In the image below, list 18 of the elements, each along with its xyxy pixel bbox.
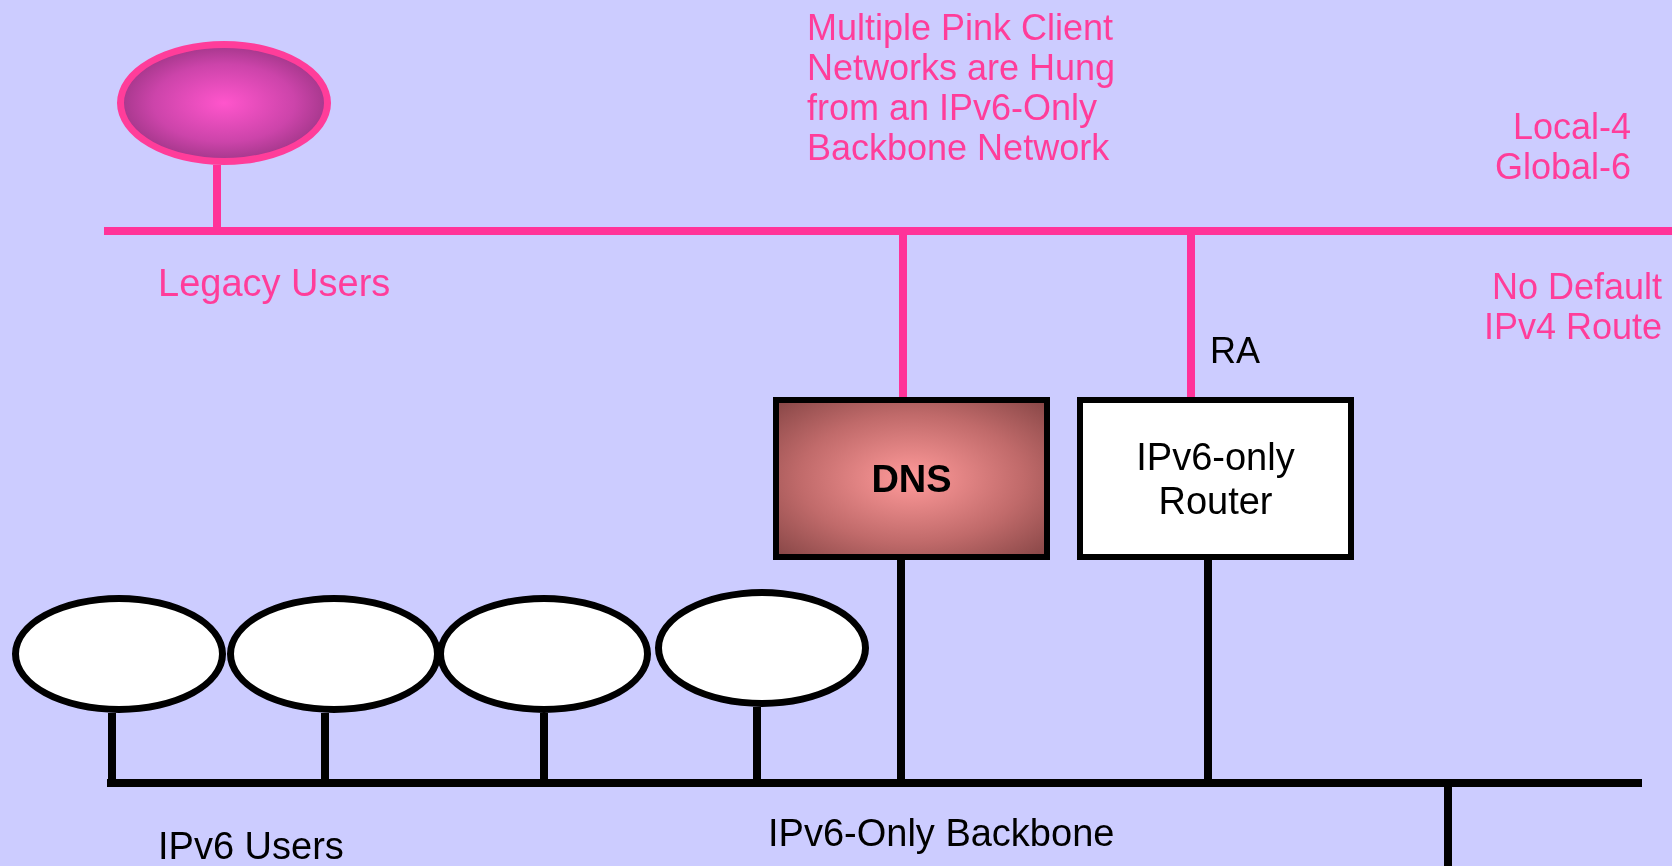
annotation-text: Local-4 Global-6 xyxy=(1493,107,1631,187)
connector-line xyxy=(321,713,329,779)
network-label: Legacy Users xyxy=(158,262,391,305)
network-label: IPv6 Users xyxy=(158,825,344,866)
connector-line xyxy=(753,707,761,779)
connector-line xyxy=(1204,560,1212,779)
annotation-text: Multiple Pink Client Networks are Hung from an IPv6-Only Backbone Network xyxy=(807,8,1117,168)
connector-line xyxy=(897,560,905,779)
connector-line xyxy=(540,713,548,779)
node-label: DNS xyxy=(870,456,953,501)
router-box xyxy=(1077,397,1354,560)
network-label: RA xyxy=(1210,330,1260,372)
annotation-text: No Default IPv4 Route xyxy=(1482,267,1662,347)
network-label: IPv6-Only Backbone xyxy=(768,812,1115,855)
node-label: IPv6-only Router xyxy=(1135,434,1296,523)
connector-line xyxy=(108,713,116,779)
connector-line xyxy=(213,165,221,227)
dns-server-box xyxy=(773,397,1050,560)
